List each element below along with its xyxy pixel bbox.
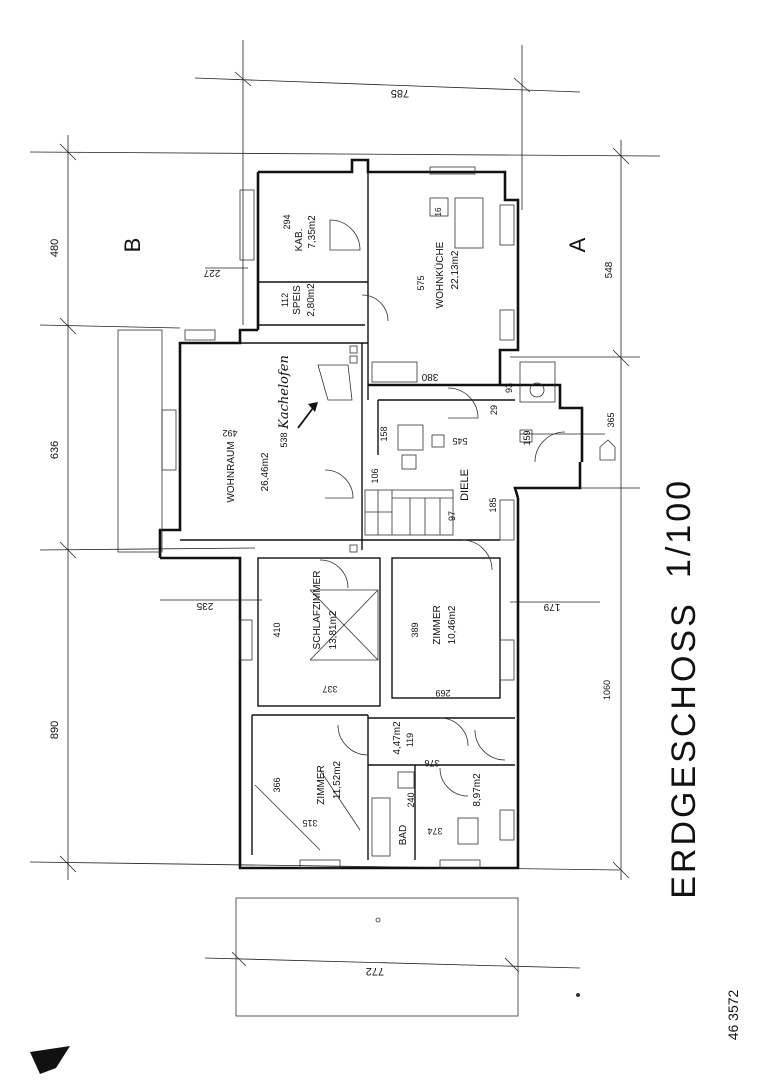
schlafzimmer-area: 13,81m2 (328, 610, 339, 649)
wohnkueche-area: 22,13m2 (450, 250, 461, 289)
wohnraum-name: WOHNRAUM (226, 441, 237, 502)
dim-365: 365 (606, 412, 616, 427)
bathtub-icon (371, 797, 391, 857)
exterior-walls (158, 158, 584, 870)
table (397, 424, 424, 451)
dim-97: 97 (447, 511, 457, 521)
scan-corner-mark (30, 1046, 70, 1074)
bad-dim: 240 (406, 792, 416, 807)
zimmer2-dim-a: 366 (272, 777, 282, 792)
wohnraum-dim-a: 492 (222, 428, 237, 438)
zimmer1-area: 10,46m2 (447, 605, 458, 644)
plan-number: 46 3572 (725, 989, 741, 1040)
zimmer2-name: ZIMMER (316, 765, 327, 804)
dimension-lines (29, 40, 661, 973)
labels: 785 480 636 890 548 1060 772 227 235 179… (49, 87, 741, 1040)
washbasin-icon (457, 817, 479, 845)
dim-29: 29 (489, 405, 499, 415)
kitchen-counter (371, 361, 418, 383)
vorraum-dim: 119 (405, 733, 415, 747)
wc-area: 8,97m2 (472, 773, 483, 807)
dim-93: 93 (504, 383, 514, 393)
wohnraum-dim-b: 538 (279, 432, 289, 447)
entrance-arrow-icon (599, 439, 616, 461)
zimmer2-area: 11,52m2 (332, 760, 343, 799)
dim-106: 106 (370, 468, 380, 483)
wc-dim-a: 376 (424, 758, 439, 768)
tiled-stove-icon (317, 364, 353, 401)
dim-545: 545 (452, 436, 467, 446)
doors (319, 219, 566, 797)
drawing-scale: 1/100 (660, 478, 698, 578)
vorraum-area: 4,47m2 (392, 721, 403, 755)
dim-bottom-total: 772 (366, 965, 384, 977)
dim-179: 179 (543, 601, 560, 612)
wc-dim-b: 374 (427, 826, 442, 836)
dim-235: 235 (196, 600, 213, 611)
windows (161, 166, 515, 869)
bad-name: BAD (398, 825, 409, 846)
drawing-title: ERDGESCHOSS (665, 601, 703, 899)
stove-icon (429, 197, 449, 217)
zimmer2-dim-b: 315 (302, 818, 317, 828)
zimmer1-dim-a: 389 (410, 622, 420, 637)
wohnkueche-name: WOHNKÜCHE (434, 241, 446, 308)
diele-name: DIELE (459, 469, 471, 501)
interior-walls (180, 172, 515, 860)
speis-name: SPEIS (292, 285, 303, 315)
wohnkueche-dim: 575 (416, 275, 426, 290)
kab-area: 7,35m2 (307, 215, 318, 249)
dim-16: 16 (434, 207, 443, 216)
stairs-icon (364, 489, 454, 536)
dim-227: 227 (203, 267, 220, 278)
dim-380: 380 (421, 371, 438, 382)
fixtures (30, 197, 616, 1074)
kab-dim: 294 (282, 214, 292, 229)
terrace-outline (235, 897, 519, 1017)
dim-185: 185 (488, 497, 498, 512)
dim-left-b: 636 (49, 441, 61, 459)
speis-dim: 112 (280, 293, 290, 307)
wohnraum-area: 26,46m2 (260, 452, 271, 491)
dim-158: 158 (379, 426, 389, 441)
kachelofen-note: Kachelofen (277, 355, 292, 430)
schlafzimmer-name: SCHLAFZIMMER (312, 571, 323, 650)
schlafzimmer-dim-a: 410 (272, 622, 282, 637)
section-mark-b: B (120, 238, 145, 253)
arrow-icon (308, 402, 318, 412)
zimmer1-dim-b: 269 (435, 688, 450, 698)
dim-top-total: 785 (391, 87, 409, 99)
dim-right-a: 548 (604, 261, 615, 278)
dim-left-c: 890 (49, 721, 61, 739)
speis-area: 2,80m2 (306, 283, 317, 317)
sink-icon (397, 771, 415, 789)
wardrobe-hatch (310, 589, 379, 661)
zimmer1-name: ZIMMER (432, 605, 443, 644)
dim-left-a: 480 (49, 239, 61, 257)
section-mark-a: A (565, 237, 590, 252)
schlafzimmer-dim-b: 337 (322, 684, 337, 694)
dim-right-total: 1060 (602, 680, 612, 700)
wc-icon (519, 361, 556, 403)
kab-name: KAB. (294, 229, 305, 252)
dim-159: 159 (522, 430, 532, 445)
